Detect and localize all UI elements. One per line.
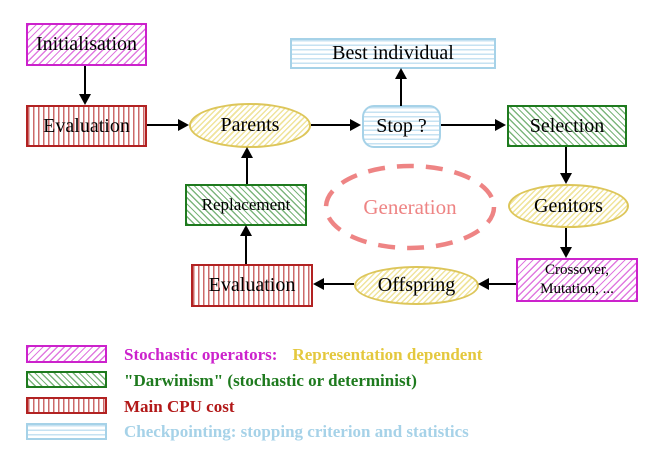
- node-best-individual: Best individual: [290, 38, 496, 69]
- legend-swatch-stochastic: [26, 345, 107, 363]
- node-offspring: Offspring: [354, 266, 479, 305]
- legend-label-checkpointing: Checkpointing: stopping criterion and st…: [124, 422, 469, 441]
- arrow-init-eval-line: [84, 66, 86, 95]
- arrow-stop-best-line: [400, 79, 402, 106]
- arrow-stop-selection-head: [495, 119, 506, 131]
- arrow-parents-stop-line: [311, 124, 351, 126]
- legend-label-cpu: Main CPU cost: [124, 397, 235, 416]
- dashed-ellipse-icon: [323, 163, 497, 251]
- node-parents: Parents: [189, 103, 311, 148]
- legend-label-darwinism: "Darwinism" (stochastic or determinist): [124, 371, 417, 390]
- node-stop: Stop ?: [362, 105, 441, 148]
- arrow-selection-genitors-line: [565, 147, 567, 174]
- legend-swatch-darwinism: [26, 371, 107, 388]
- arrow-offspring-eval-head: [313, 278, 324, 290]
- arrow-replacement-parents-head: [241, 147, 253, 158]
- generation-label: Generation: [363, 194, 457, 219]
- arrow-eval-replacement-line: [245, 236, 247, 264]
- node-replacement: Replacement: [185, 184, 307, 226]
- arrow-parents-stop-head: [350, 119, 361, 131]
- arrow-replacement-parents-line: [246, 158, 248, 184]
- legend-swatch-cpu: [26, 397, 107, 414]
- arrow-stop-best-head: [395, 68, 407, 79]
- legend-label-stochastic: Stochastic operators: Representation depe…: [124, 345, 482, 365]
- arrow-crossover-offspring-line: [489, 283, 516, 285]
- arrow-genitors-crossover-line: [565, 228, 567, 248]
- arrow-stop-selection-line: [441, 124, 496, 126]
- arrow-crossover-offspring-head: [478, 278, 489, 290]
- arrow-genitors-crossover-head: [560, 247, 572, 258]
- crossover-line1: Crossover,: [545, 262, 609, 279]
- node-evaluation-bottom: Evaluation: [191, 264, 313, 307]
- node-crossover-mutation: Crossover, Mutation, ...: [516, 258, 638, 302]
- arrow-eval-replacement-head: [240, 225, 252, 236]
- node-selection: Selection: [507, 105, 627, 147]
- arrow-offspring-eval-line: [324, 283, 354, 285]
- node-genitors: Genitors: [508, 184, 629, 228]
- legend-representation-text: Representation dependent: [292, 345, 483, 364]
- node-initialisation: Initialisation: [26, 23, 147, 66]
- node-evaluation-top: Evaluation: [26, 105, 147, 147]
- arrow-selection-genitors-head: [560, 173, 572, 184]
- arrow-init-eval-head: [79, 94, 91, 105]
- generation-cycle-ellipse: Generation: [322, 162, 498, 252]
- arrow-eval-parents-head: [178, 119, 189, 131]
- legend-swatch-checkpointing: [26, 423, 107, 440]
- legend-stochastic-text: Stochastic operators:: [124, 345, 278, 364]
- crossover-line2: Mutation, ...: [540, 281, 614, 297]
- arrow-eval-parents-line: [147, 124, 179, 126]
